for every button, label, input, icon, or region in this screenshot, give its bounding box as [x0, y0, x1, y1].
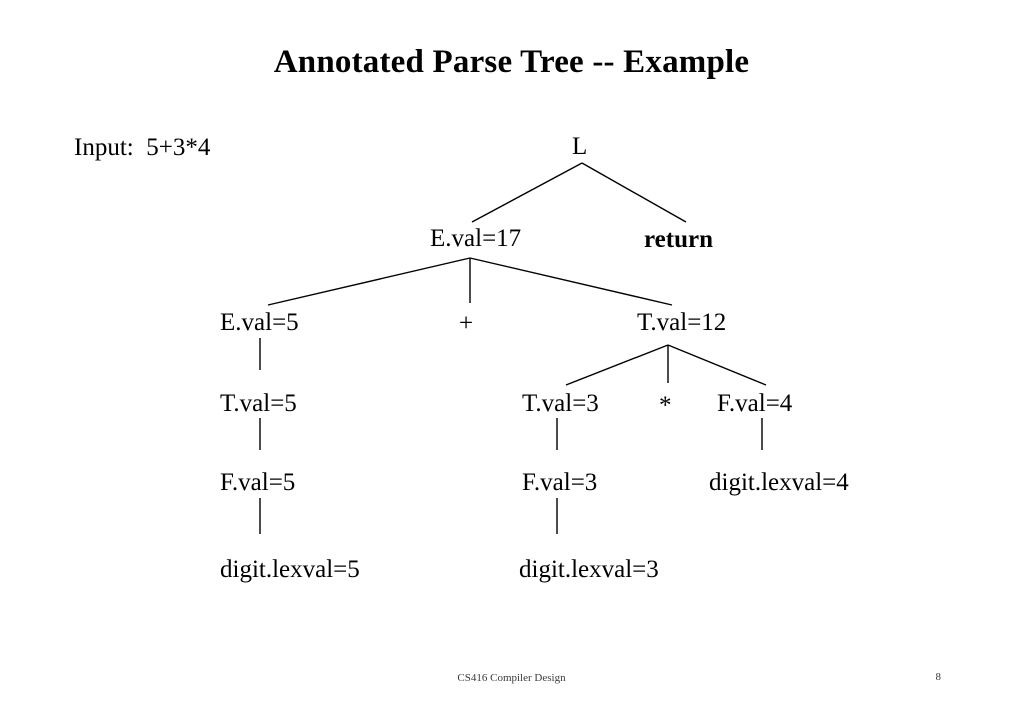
- tree-node-root-l: L: [572, 133, 588, 160]
- tree-edge: [469, 257, 673, 306]
- tree-edge: [565, 344, 669, 386]
- tree-node-e-val-5: E.val=5: [220, 309, 299, 336]
- tree-node-plus-operator: +: [459, 310, 474, 337]
- tree-edge: [471, 162, 583, 223]
- tree-node-f-val-3: F.val=3: [522, 469, 598, 496]
- tree-node-f-val-4: F.val=4: [717, 390, 793, 417]
- input-expression-label: Input: 5+3*4: [74, 134, 211, 161]
- tree-edge: [667, 344, 767, 386]
- tree-node-digit-lexval-4: digit.lexval=4: [709, 469, 849, 496]
- footer-course-label: CS416 Compiler Design: [457, 672, 566, 684]
- page-title: Annotated Parse Tree -- Example: [273, 44, 750, 80]
- tree-edge: [267, 257, 471, 306]
- tree-node-f-val-5: F.val=5: [220, 469, 296, 496]
- tree-node-t-val-5: T.val=5: [220, 390, 297, 417]
- tree-node-e-val-17: E.val=17: [430, 225, 522, 252]
- tree-node-return: return: [644, 226, 713, 253]
- tree-node-t-val-3: T.val=3: [522, 390, 599, 417]
- tree-edge: [581, 162, 687, 223]
- page-number: 8: [935, 671, 942, 683]
- tree-node-digit-lexval-3: digit.lexval=3: [519, 556, 659, 583]
- tree-node-t-val-12: T.val=12: [637, 309, 727, 336]
- tree-node-star-operator: *: [659, 392, 672, 419]
- tree-node-digit-lexval-5: digit.lexval=5: [220, 556, 360, 583]
